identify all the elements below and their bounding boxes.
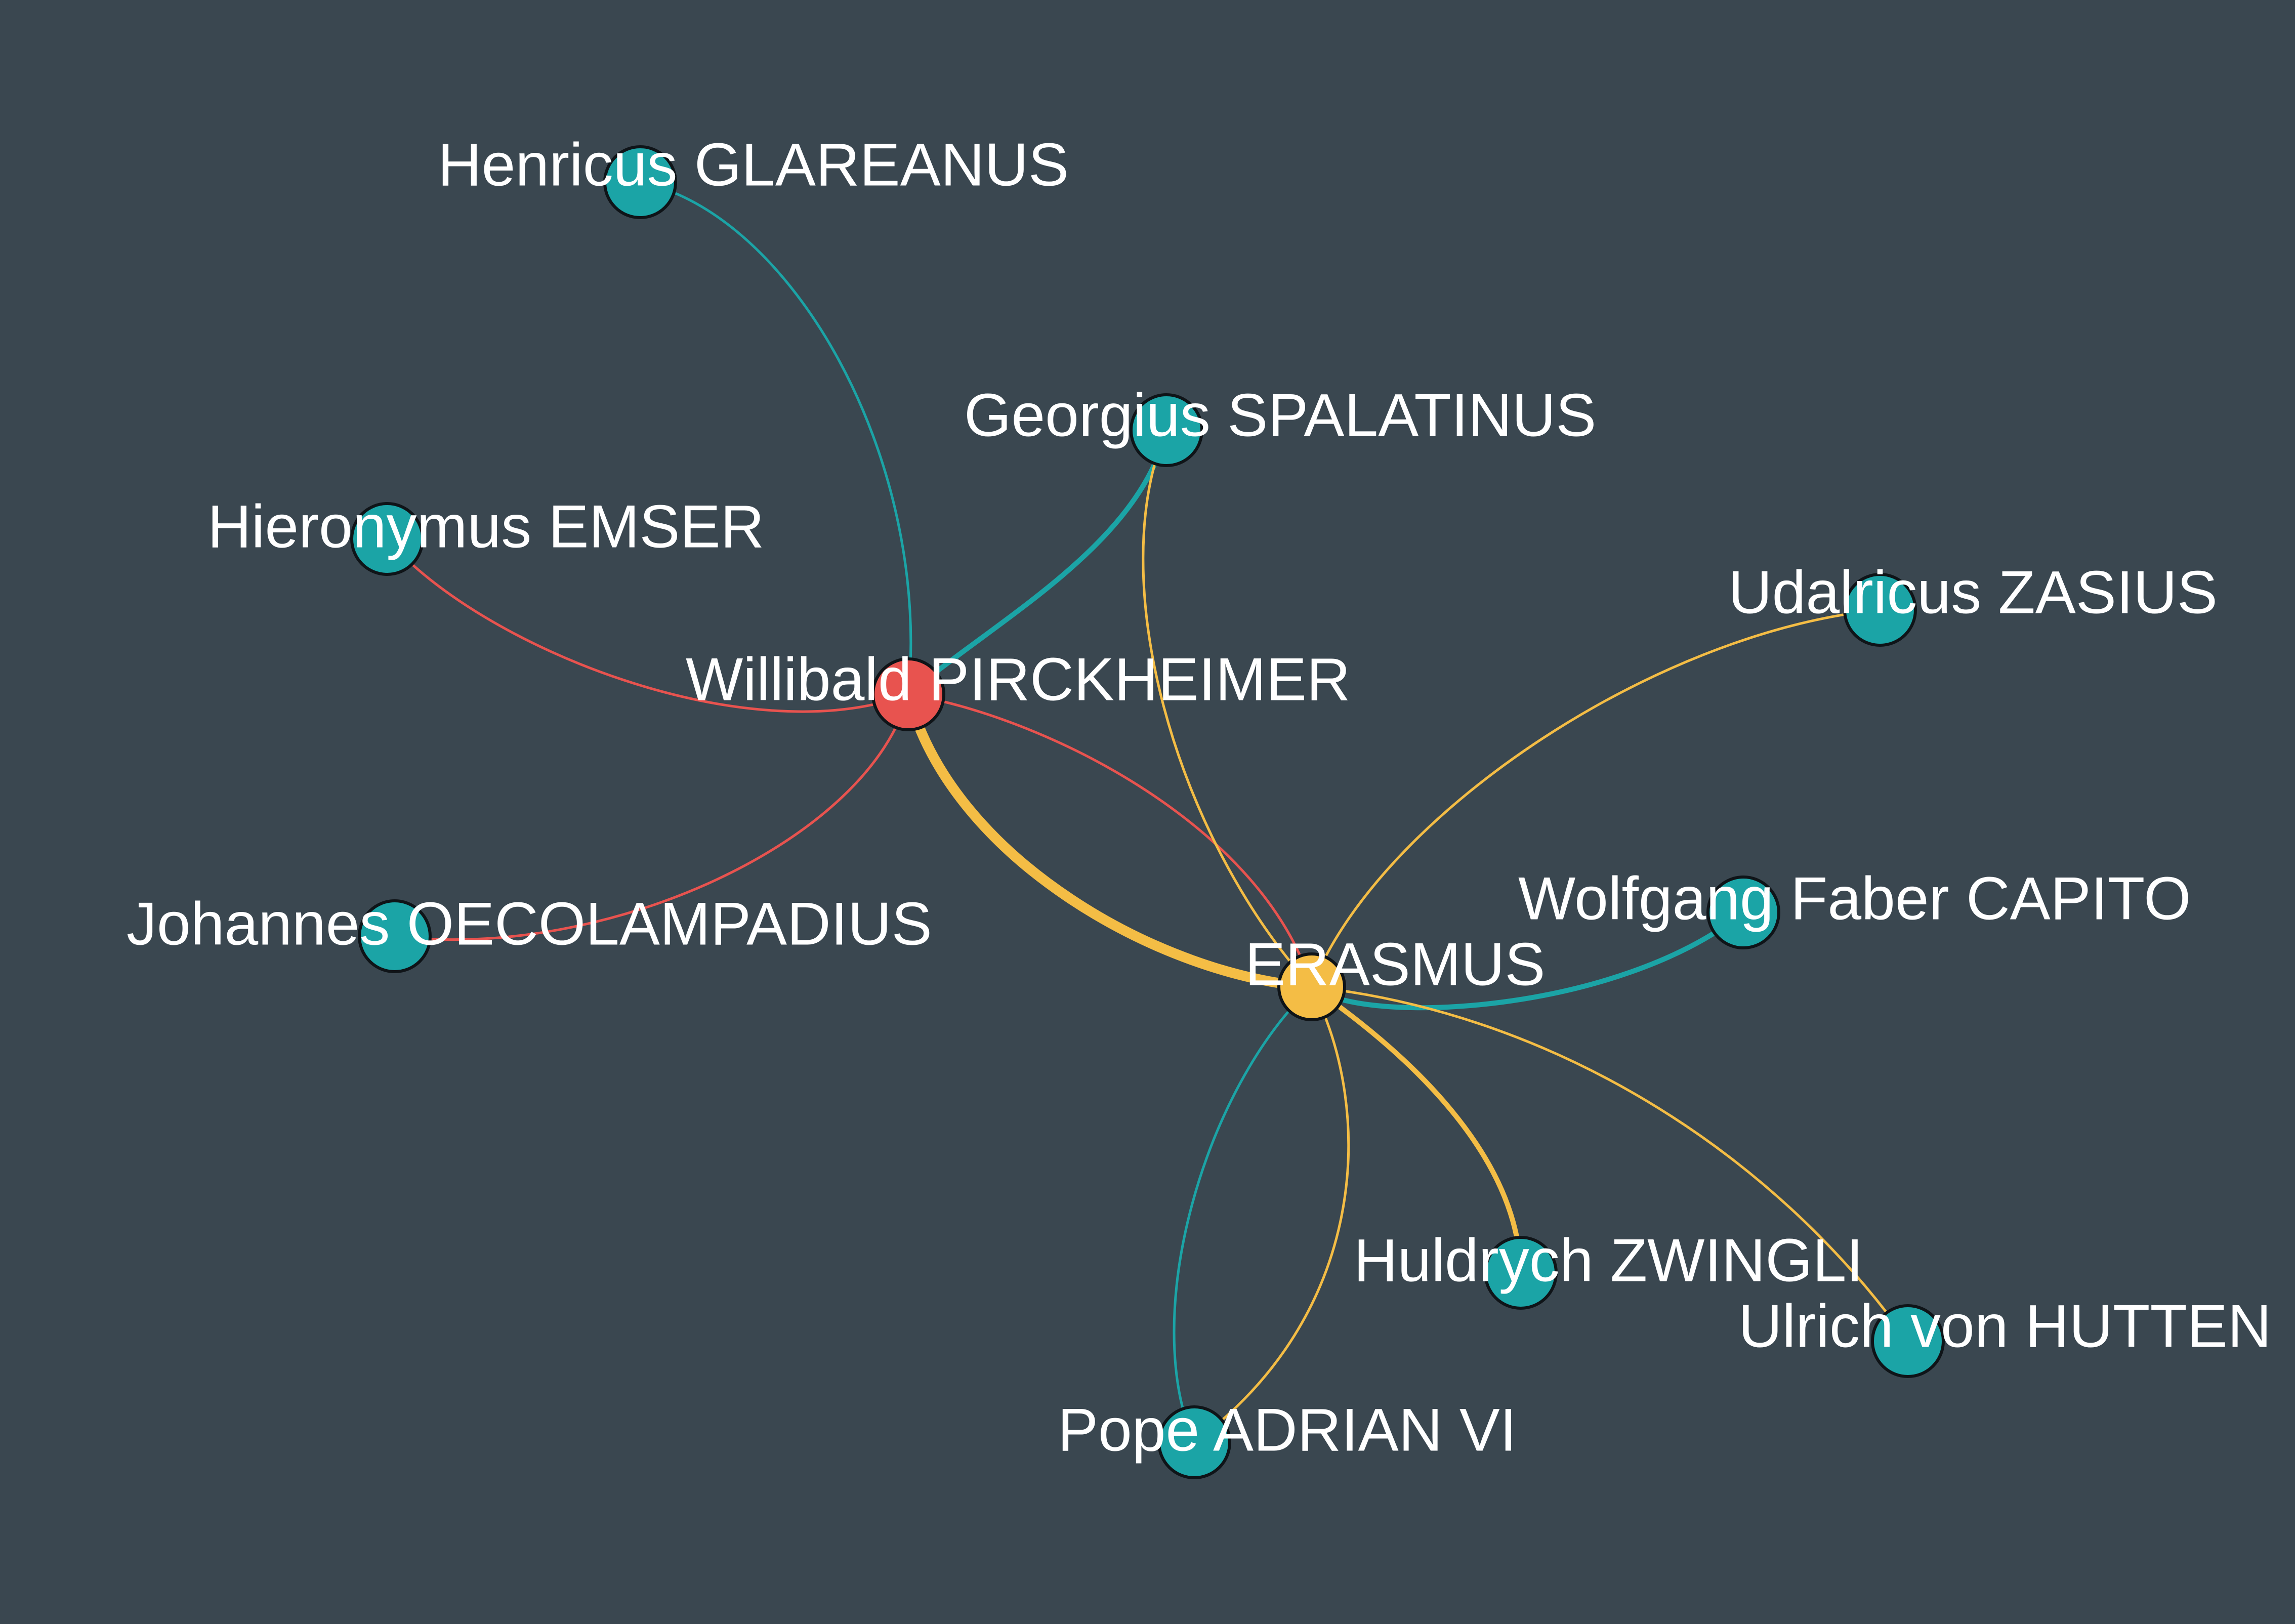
label-erasmus: ERASMUS [1245,931,1545,998]
label-hutten: Ulrich von HUTTEN [1738,1293,2271,1360]
edge-pirckheimer-erasmus-red [907,693,1313,988]
node-emser[interactable] [350,502,424,576]
label-zwingli: Huldrych ZWINGLI [1354,1227,1863,1295]
node-zwingli[interactable] [1484,1236,1558,1310]
edge-adrian-erasmus-yellow [1193,985,1350,1444]
edge-zwingli-erasmus [1309,984,1523,1275]
node-adrian[interactable] [1157,1405,1231,1479]
edge-capito-erasmus [1309,910,1746,1011]
label-emser: Hieronymus EMSER [207,493,764,561]
label-spalatinus: Georgius SPALATINUS [964,382,1596,449]
edge-glareanus-pirckheimer [639,181,912,696]
edge-adrian-erasmus-teal [1173,985,1313,1444]
edge-spalatinus-pirckheimer [906,428,1169,697]
node-zasius[interactable] [1843,573,1917,647]
nodes [350,145,1945,1479]
node-oecolampadius[interactable] [358,899,432,973]
label-zasius: Udalricus ZASIUS [1728,559,2218,627]
label-oecolampadius: Johannes OECOLAMPADIUS [127,890,932,958]
node-pirckheimer[interactable] [871,657,945,731]
label-pirckheimer: Willibald PIRCKHEIMER [686,646,1351,714]
edge-hutten-erasmus [1310,985,1909,1343]
edge-spalatinus-erasmus [1142,429,1313,988]
node-spalatinus[interactable] [1130,393,1203,467]
node-glareanus[interactable] [603,145,677,219]
label-glareanus: Henricus GLAREANUS [438,131,1069,199]
label-adrian: Pope ADRIAN VI [1058,1396,1517,1464]
edges [386,181,1909,1444]
labels: Willibald PIRCKHEIMER ERASMUS Henricus GLA… [127,131,2271,1464]
edge-emser-pirckheimer [386,537,910,713]
edge-zasius-erasmus [1310,608,1882,988]
edge-pirckheimer-erasmus-yellow [903,689,1317,992]
node-capito[interactable] [1706,876,1780,949]
edge-oecolampadius-pirckheimer [393,693,910,941]
label-capito: Wolfgang Faber CAPITO [1518,865,2191,933]
node-erasmus[interactable] [1277,952,1346,1021]
node-hutten[interactable] [1871,1304,1945,1378]
